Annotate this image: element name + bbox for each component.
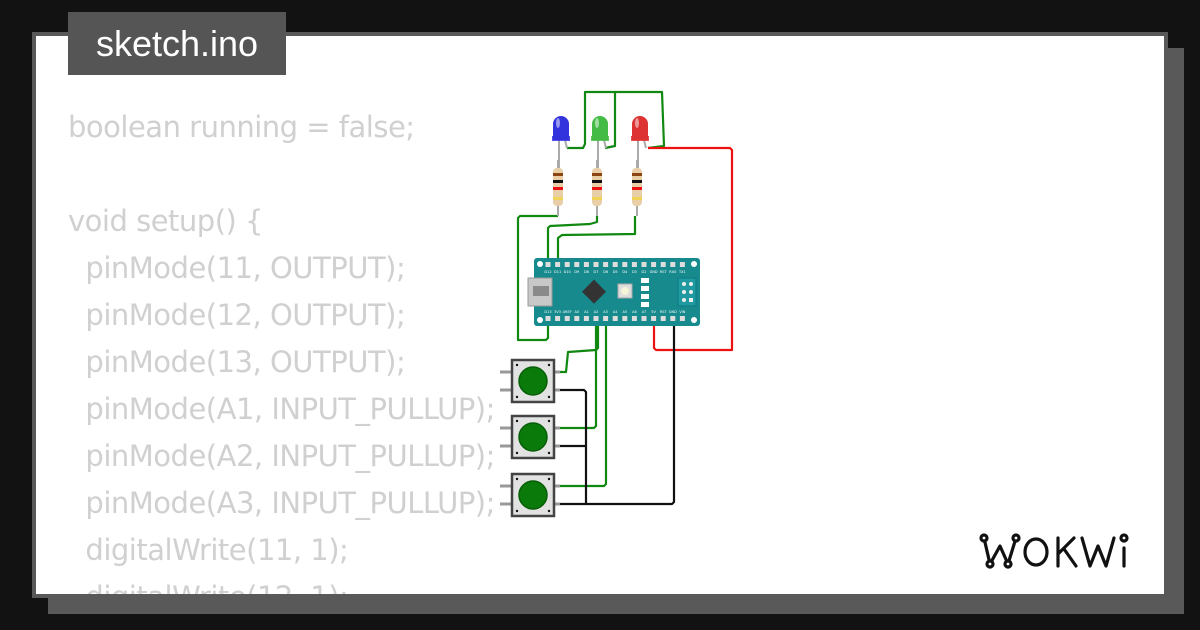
pin-a5[interactable]: A5 <box>622 310 628 321</box>
pin-label: RX0 <box>669 270 676 274</box>
blue-led[interactable] <box>552 116 570 168</box>
file-name-tab: sketch.ino <box>68 12 286 75</box>
pin-3v3[interactable]: 3V3 <box>554 310 561 321</box>
code-line: pinMode(13, OUTPUT); <box>68 345 406 379</box>
pin-label: D9 <box>574 270 579 274</box>
button-cap[interactable] <box>518 422 548 452</box>
pin-label: D13 <box>544 310 551 314</box>
pin-label: 3V3 <box>554 310 561 314</box>
pin-label: D4 <box>622 270 628 274</box>
pin-label: 5V <box>651 310 656 314</box>
wire-btn2-gnd <box>558 446 588 506</box>
pin-label: A7 <box>642 310 647 314</box>
pin-aref[interactable]: AREF <box>563 310 572 321</box>
code-line: pinMode(A1, INPUT_PULLUP); <box>68 392 495 426</box>
pin-label: GND <box>669 310 677 314</box>
wire-r3-d11 <box>556 216 637 264</box>
pin-label: D7 <box>594 270 599 274</box>
pin-d6[interactable]: D6 <box>603 262 609 274</box>
pin-a6[interactable]: A6 <box>631 310 637 321</box>
pin-a0[interactable]: A0 <box>574 310 580 321</box>
pin-a7[interactable]: A7 <box>641 310 647 321</box>
pin-label: A1 <box>584 310 589 314</box>
pin-rst[interactable]: RST <box>660 262 668 274</box>
pin-label: A2 <box>594 310 599 314</box>
preview-card: boolean running = false; void setup() { p… <box>36 36 1164 594</box>
pin-gnd[interactable]: GND <box>650 262 658 274</box>
wire-led-red-5v <box>648 146 734 352</box>
pin-label: A3 <box>603 310 608 314</box>
pin-label: D6 <box>603 270 608 274</box>
wire-r1-d13 <box>516 214 558 342</box>
resistor[interactable] <box>632 160 642 216</box>
pin-label: AREF <box>563 310 572 314</box>
usb-connector-icon <box>527 277 553 307</box>
pin-d10[interactable]: D10 <box>564 262 571 274</box>
pushbutton[interactable] <box>500 414 560 460</box>
pushbutton[interactable] <box>500 472 560 518</box>
code-line: void setup() { <box>68 204 263 238</box>
pin-d2[interactable]: D2 <box>641 262 647 274</box>
pin-rx0[interactable]: RX0 <box>669 262 676 274</box>
red-led[interactable] <box>631 116 649 168</box>
pin-label: D3 <box>632 270 637 274</box>
pin-d4[interactable]: D4 <box>622 262 628 274</box>
pin-a3[interactable]: A3 <box>603 310 609 321</box>
wire-btn3-gnd <box>586 318 676 506</box>
pin-label: D12 <box>544 270 551 274</box>
pushbutton[interactable] <box>500 358 560 404</box>
code-line: pinMode(11, OUTPUT); <box>68 251 406 285</box>
pin-a1[interactable]: A1 <box>583 310 589 321</box>
pin-a2[interactable]: A2 <box>593 310 599 321</box>
pin-label: GND <box>650 270 658 274</box>
pin-d12[interactable]: D12 <box>544 262 552 274</box>
resistor[interactable] <box>592 160 602 216</box>
pin-d9[interactable]: D9 <box>574 262 580 274</box>
wire-r2-d12 <box>546 216 599 264</box>
pin-label: TX1 <box>678 270 686 274</box>
pin-label: A4 <box>613 310 618 314</box>
pin-d13[interactable]: D13 <box>544 310 552 321</box>
code-line: pinMode(A2, INPUT_PULLUP); <box>68 439 495 473</box>
pin-d3[interactable]: D3 <box>631 262 637 274</box>
pin-label: D2 <box>642 270 647 274</box>
pin-5v[interactable]: 5V <box>651 310 657 321</box>
wokwi-logo <box>979 533 1129 569</box>
button-cap[interactable] <box>518 366 548 396</box>
resistor[interactable] <box>553 160 563 216</box>
pin-label: A6 <box>632 310 637 314</box>
green-led[interactable] <box>591 116 609 168</box>
pin-gnd[interactable]: GND <box>669 310 677 321</box>
pin-label: D10 <box>564 270 571 274</box>
wire-btn3-a3 <box>558 318 608 488</box>
pin-label: RST <box>660 310 668 314</box>
wire-btn1-gnd <box>558 388 588 448</box>
pin-d5[interactable]: D5 <box>612 262 618 274</box>
code-line: boolean running = false; <box>68 110 415 144</box>
pin-label: VIN <box>679 310 685 314</box>
code-line: pinMode(A3, INPUT_PULLUP); <box>68 486 495 520</box>
pin-label: D5 <box>613 270 618 274</box>
pin-tx1[interactable]: TX1 <box>678 262 686 274</box>
code-line: digitalWrite(12, 1); <box>68 574 495 594</box>
pin-a4[interactable]: A4 <box>612 310 619 321</box>
wire-led-blue-common <box>567 90 617 150</box>
pin-label: D8 <box>584 270 589 274</box>
pin-d11[interactable]: D11 <box>554 262 561 274</box>
pin-d8[interactable]: D8 <box>583 262 589 274</box>
pin-vin[interactable]: VIN <box>679 310 686 321</box>
pin-d7[interactable]: D7 <box>593 262 599 274</box>
code-line: digitalWrite(11, 1); <box>68 533 349 567</box>
code-preview: boolean running = false; void setup() { p… <box>68 104 495 594</box>
pin-label: A0 <box>574 310 579 314</box>
pin-label: A5 <box>622 310 627 314</box>
pin-label: D11 <box>554 270 561 274</box>
button-cap[interactable] <box>518 480 548 510</box>
code-line: pinMode(12, OUTPUT); <box>68 298 406 332</box>
pin-rst[interactable]: RST <box>660 310 668 321</box>
pin-label: RST <box>660 270 668 274</box>
wire-btn1-a1 <box>558 318 600 374</box>
